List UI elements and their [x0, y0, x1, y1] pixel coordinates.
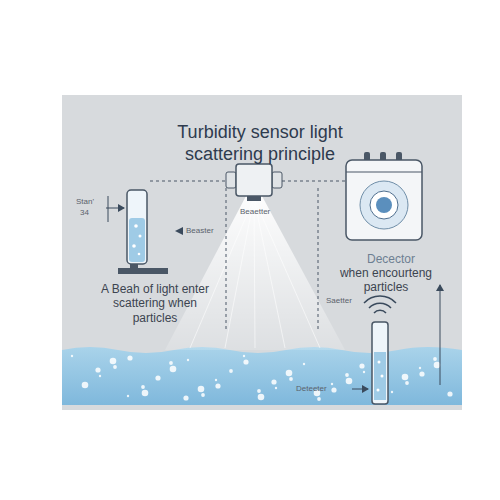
particle: [346, 378, 353, 385]
particle: [405, 381, 409, 385]
particles: [71, 354, 453, 401]
particle: [183, 395, 188, 400]
detector-label: Decector: [346, 252, 436, 266]
particle: [303, 363, 305, 365]
particle: [286, 370, 293, 377]
pointer-label: Saetter: [326, 296, 376, 306]
particle: [331, 383, 333, 385]
particle: [433, 357, 437, 361]
particle: [402, 374, 409, 381]
particle: [243, 355, 245, 357]
particle: [275, 387, 277, 389]
particle: [127, 355, 132, 360]
beam-rays: [190, 198, 320, 348]
detector-note: when encourteng particles: [336, 266, 436, 295]
particle: [155, 375, 160, 380]
particle: [141, 385, 145, 389]
particle: [257, 389, 261, 393]
particle: [113, 365, 117, 369]
particle: [169, 361, 173, 365]
particle: [363, 371, 365, 373]
panel: [62, 95, 462, 410]
particle: [201, 393, 205, 397]
particle: [331, 387, 336, 392]
particle: [142, 390, 149, 397]
pointer-arrow: [440, 285, 441, 385]
pointer-label: Beaetter: [240, 207, 300, 217]
particle: [187, 359, 189, 361]
tick-line: [108, 196, 109, 222]
particle: [359, 363, 364, 368]
particle: [345, 373, 349, 377]
particle: [447, 391, 452, 396]
title: Turbidity sensor light scattering princi…: [155, 122, 365, 165]
particle: [434, 362, 441, 369]
side-label: Stan': [76, 197, 116, 207]
particle: [215, 383, 220, 388]
particle: [258, 394, 265, 401]
particle: [419, 371, 424, 376]
particle: [317, 397, 321, 401]
particle: [229, 369, 233, 373]
side-number: 34: [80, 208, 110, 218]
particle: [71, 355, 73, 357]
particle: [391, 391, 393, 393]
beam-note: A Beah of light enter scattering when pa…: [96, 282, 214, 325]
particle: [243, 359, 248, 364]
particle: [127, 395, 129, 397]
particle: [82, 382, 89, 389]
water: [62, 347, 462, 405]
particle: [198, 386, 205, 393]
pointer-arrow: [352, 389, 368, 390]
sensor-head: [226, 164, 282, 201]
particle: [110, 358, 117, 365]
pointer-arrow: [175, 227, 183, 235]
particle: [271, 379, 276, 384]
particle: [419, 367, 421, 369]
particle: [289, 377, 293, 381]
particle: [170, 366, 177, 373]
pointer-arrow: [106, 208, 124, 209]
detector-probe: [364, 296, 396, 404]
pointer-label: Deteeter: [296, 384, 346, 394]
particle: [99, 375, 101, 377]
particle: [95, 367, 100, 372]
pointer-label: Beaster: [186, 226, 236, 236]
detector-device: [346, 152, 422, 240]
particle: [215, 379, 217, 381]
test-tube: [118, 190, 168, 274]
